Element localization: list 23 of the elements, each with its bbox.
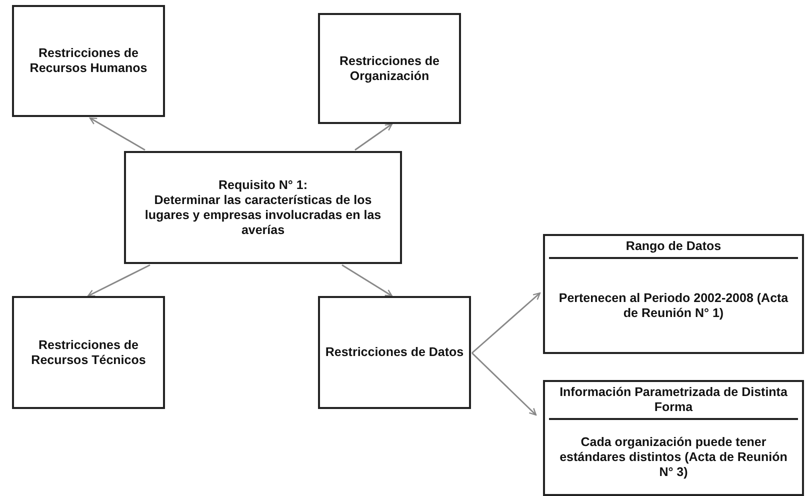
info-box [543,234,804,354]
process-box [318,296,471,409]
box-body: Cada organización puede tener estándares distintos (Acta de Reunión N° 3) [558,434,788,481]
arrow [342,264,393,297]
process-box [318,13,461,124]
box-heading: Información Parametrizada de Distinta Forma [549,382,798,420]
box-heading: Rango de Datos [549,236,798,259]
arrow [87,264,150,297]
arrow [471,352,537,416]
arrow [354,123,393,151]
process-box [124,151,402,264]
box-label: Restricciones de Organización [338,54,441,84]
arrow [89,117,146,151]
process-box [12,296,165,409]
box-label: Restricciones de Datos [325,345,464,360]
box-heading: Requisito N° 1: [218,178,308,192]
arrow [472,292,541,354]
box-body: Pertenecen al Periodo 2002-2008 (Acta de Reunión N° 1) [558,290,790,322]
info-box [543,380,804,496]
box-label: Restricciones de Recursos Técnicos [30,338,147,368]
box-label: Restricciones de Recursos Humanos [28,46,148,76]
box-label: Determinar las características de los lugares y empresas involucradas en las averías [144,192,382,238]
process-box [12,5,165,117]
